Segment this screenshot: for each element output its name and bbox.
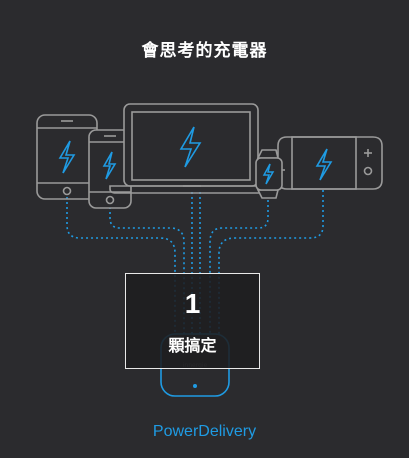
- phone-large-icon: [36, 114, 98, 200]
- lightning-icon: [262, 163, 275, 185]
- lightning-icon: [179, 126, 202, 168]
- brand-power: Power: [152, 423, 199, 440]
- powerdelivery-logo: PowerDelivery: [0, 423, 409, 441]
- lightning-icon: [102, 151, 117, 180]
- page-title: 會思考的充電器: [141, 41, 268, 61]
- brand-delivery: Delivery: [198, 423, 257, 440]
- watch-icon: [255, 149, 285, 199]
- tagline: 顆搞定: [168, 336, 217, 355]
- promo-overlay: 1 顆搞定: [125, 273, 260, 369]
- game-console-icon: [277, 136, 383, 190]
- device-count: 1: [184, 288, 201, 319]
- lightning-icon: [58, 140, 76, 174]
- lightning-icon: [315, 148, 333, 181]
